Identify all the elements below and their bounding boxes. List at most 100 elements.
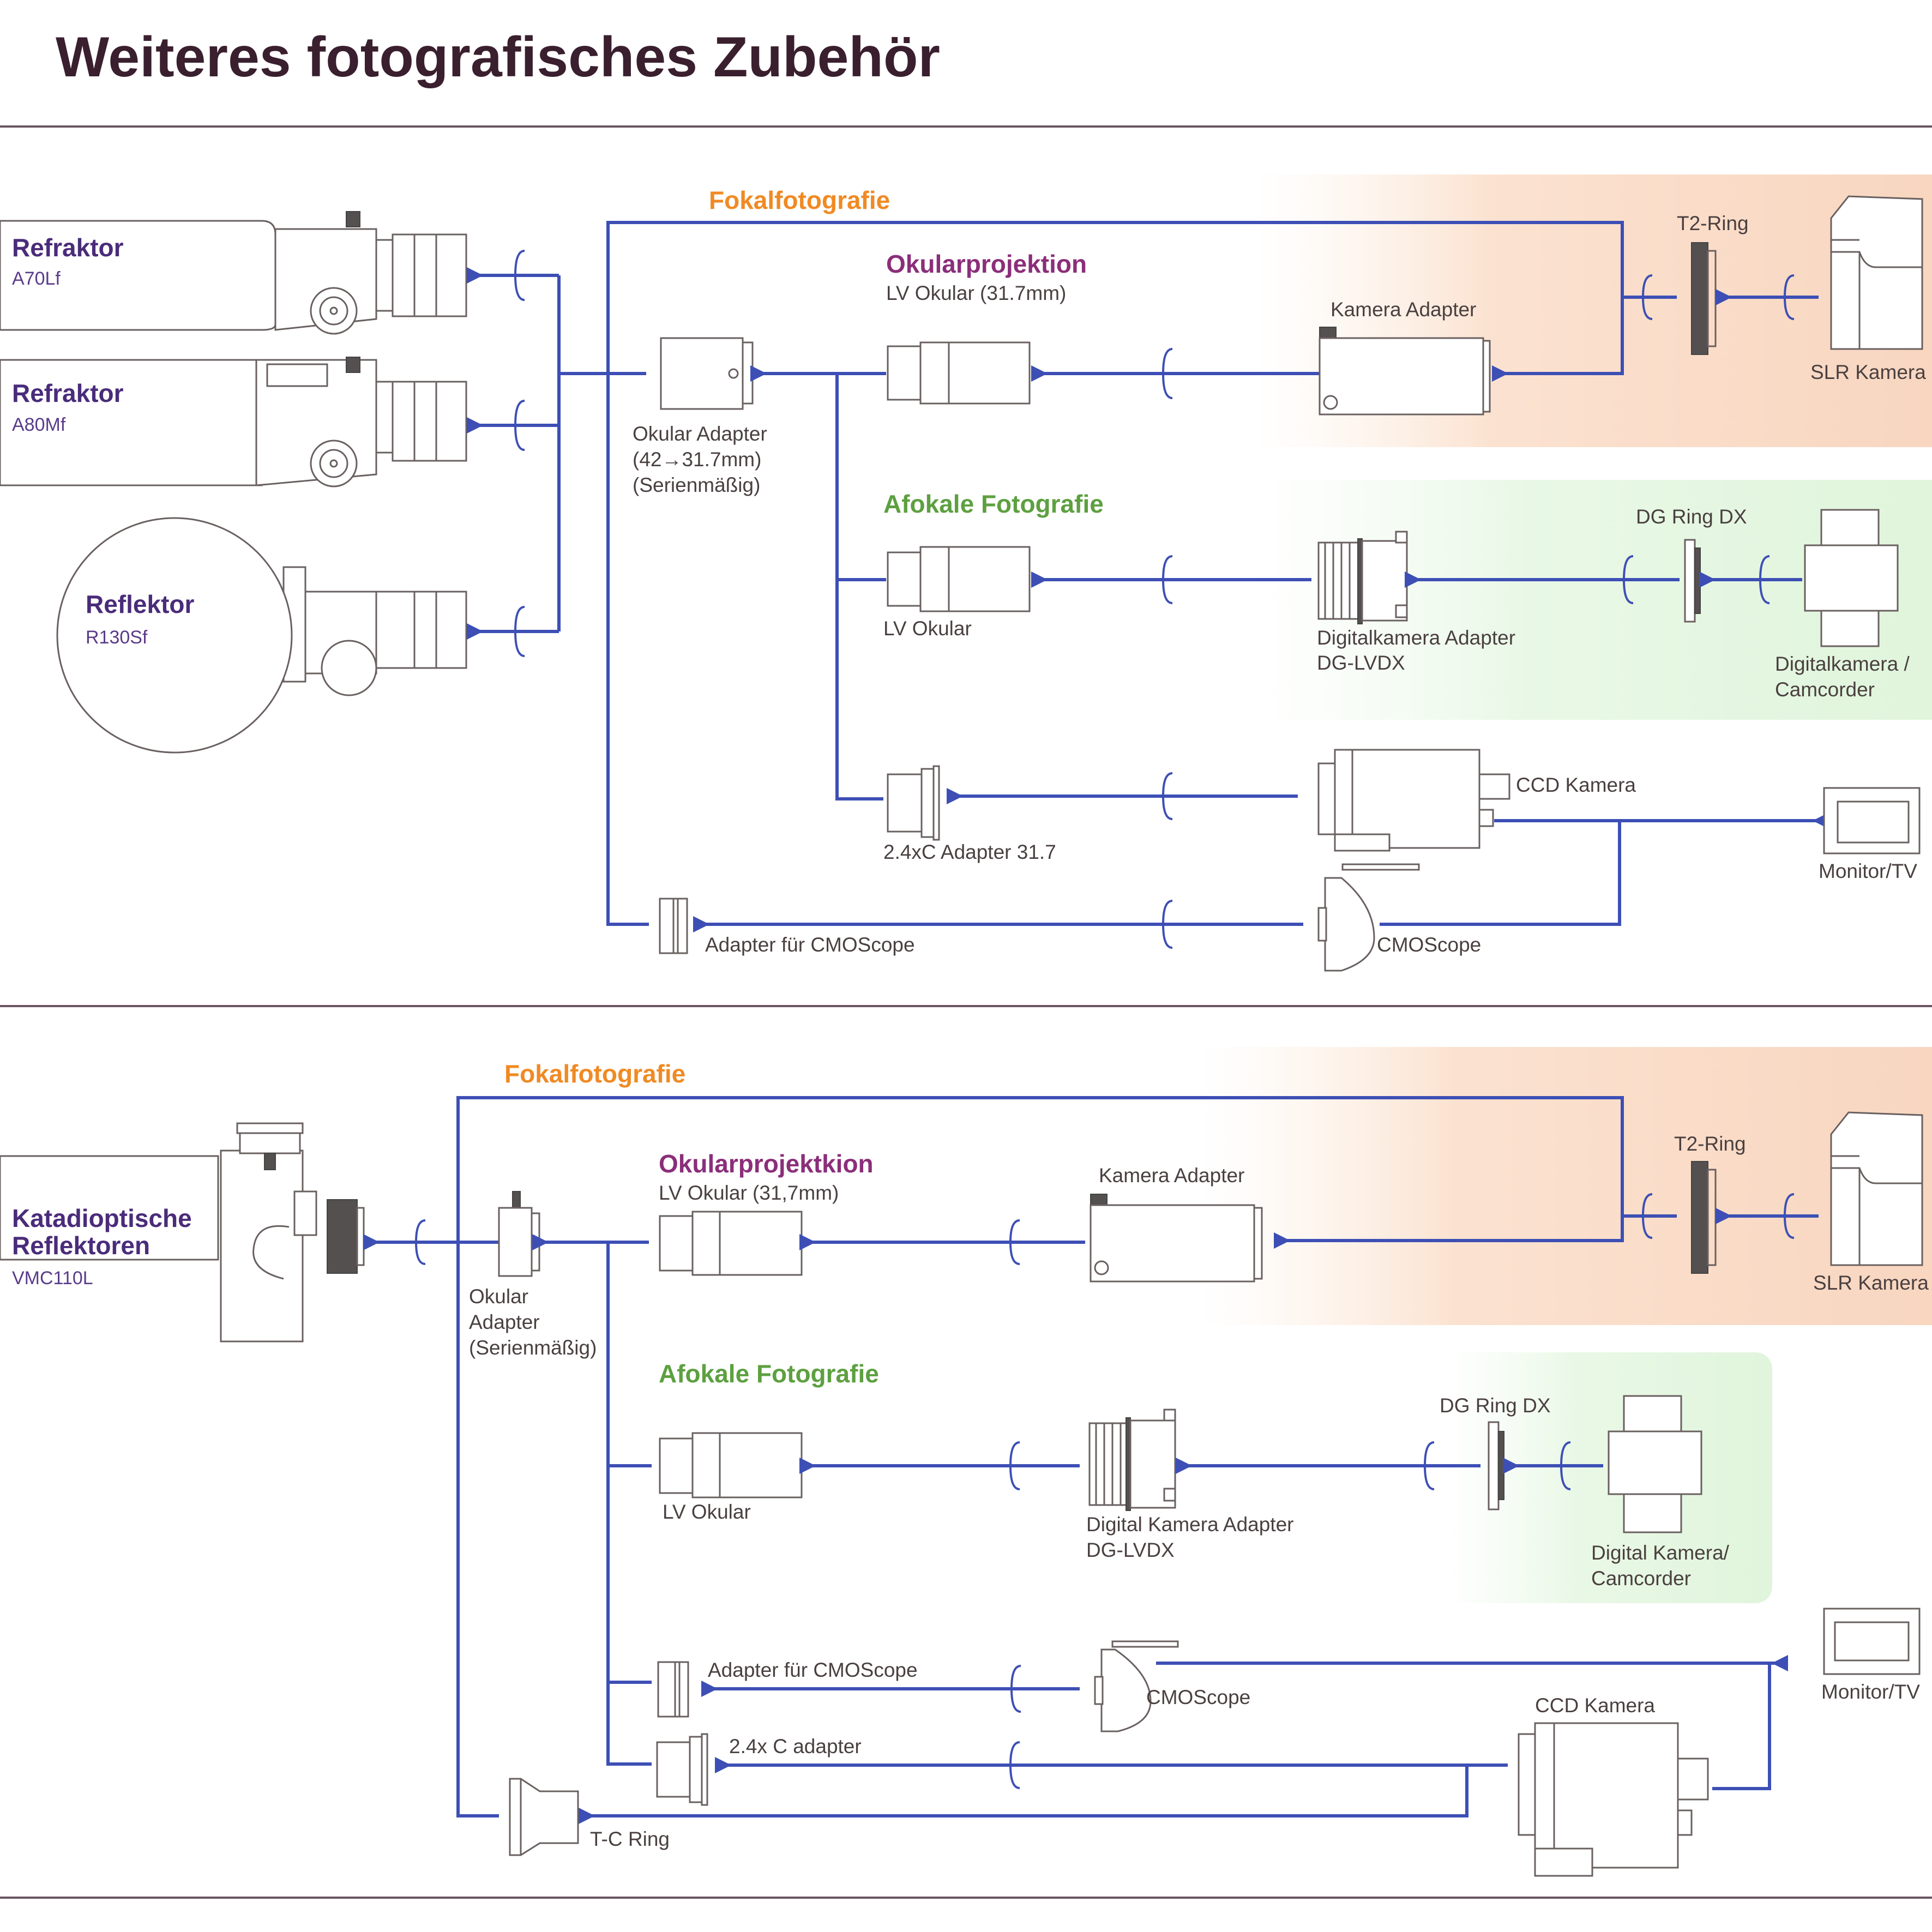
cmoscope-label: CMOScope — [1146, 1686, 1250, 1708]
slr-camera[interactable] — [1830, 195, 1923, 350]
cmoscope[interactable] — [1317, 863, 1420, 972]
ccd-camera[interactable] — [1317, 749, 1510, 852]
slr-camera-label: SLR Kamera — [1813, 1272, 1929, 1294]
cmos-adapter[interactable] — [659, 898, 688, 954]
kamera-adapter[interactable] — [1090, 1194, 1263, 1283]
tc-ring-label: T-C Ring — [590, 1828, 670, 1850]
digital-camera-adapter[interactable] — [1088, 1409, 1176, 1511]
monitor-label: Monitor/TV — [1819, 860, 1917, 882]
monitor-label: Monitor/TV — [1821, 1681, 1920, 1703]
rotate-icon — [514, 400, 525, 451]
focal-bus — [606, 221, 1624, 382]
ccd-camera-label: CCD Kamera — [1516, 774, 1636, 796]
okular-adapter-label: (Serienmäßig) — [633, 474, 760, 496]
top-panel: Refraktor A70Lf Refraktor A80Mf Reflekto… — [0, 174, 1932, 972]
telescope-a70lf[interactable]: Refraktor A70Lf — [0, 211, 467, 335]
c-adapter[interactable] — [887, 765, 940, 841]
okular-adapter[interactable] — [660, 337, 754, 410]
dg-ring-label: DG Ring DX — [1440, 1394, 1551, 1417]
lv-eyepiece[interactable] — [887, 341, 1031, 405]
rotate-icon — [1009, 1219, 1020, 1265]
ccd-camera[interactable] — [1518, 1722, 1709, 1877]
telescope-r130sf[interactable]: Reflektor R130Sf — [56, 517, 467, 754]
t2-ring[interactable] — [1691, 1161, 1717, 1274]
focal-bus — [456, 1096, 1624, 1249]
rotate-icon — [1161, 900, 1173, 949]
monitor-tv[interactable] — [1823, 1608, 1921, 1675]
page-title: Weiteres fotografisches Zubehör — [56, 26, 940, 89]
lv-eyepiece[interactable] — [887, 546, 1031, 612]
lv-eyepiece[interactable] — [659, 1432, 803, 1498]
cmos-bus — [606, 374, 649, 926]
section-focal: Fokalfotografie — [709, 186, 890, 214]
lv-okular-label: LV Okular (31.7mm) — [886, 282, 1066, 304]
cmos-adapter[interactable] — [657, 1661, 689, 1718]
rotate-icon — [1423, 1441, 1435, 1490]
rotate-icon — [514, 250, 525, 301]
rotate-icon — [514, 606, 525, 657]
section-focal: Fokalfotografie — [504, 1060, 685, 1088]
tc-ring[interactable] — [509, 1778, 579, 1856]
t2-ring[interactable] — [1691, 242, 1717, 355]
c-adapter[interactable] — [656, 1733, 708, 1806]
eyepiece-bus — [835, 374, 883, 801]
okular-adapter-label: (Serienmäßig) — [469, 1337, 597, 1359]
okular-adapter-label: Okular — [469, 1285, 528, 1308]
cmoscope[interactable] — [1094, 1640, 1179, 1732]
section-eyepiece-projection: Okularprojektkion — [659, 1149, 874, 1178]
section-afocal: Afokale Fotografie — [659, 1359, 879, 1388]
digital-camcorder[interactable] — [1804, 509, 1899, 647]
rotate-icon — [1010, 1665, 1021, 1713]
rotate-icon — [1783, 1193, 1795, 1239]
rotate-icon — [1161, 348, 1173, 399]
lv-eyepiece[interactable] — [659, 1211, 803, 1276]
telescope-model: A70Lf — [12, 268, 61, 289]
rotate-icon — [1560, 1441, 1571, 1490]
c-adapter-label: 2.4x C adapter — [729, 1735, 862, 1758]
telescope-name: Reflektor — [86, 590, 194, 618]
monitor-tv[interactable] — [1823, 787, 1921, 854]
dg-ring[interactable] — [1684, 539, 1701, 623]
ccd-camera-label: CCD Kamera — [1535, 1694, 1655, 1717]
okular-adapter[interactable] — [498, 1191, 540, 1277]
slr-camera-label: SLR Kamera — [1810, 361, 1926, 383]
telescope-name: Katadioptische — [12, 1204, 192, 1232]
rotate-icon — [1009, 1741, 1020, 1789]
telescope-vmc110l[interactable]: Katadioptische Reflektoren VMC110L — [0, 1122, 365, 1343]
okular-adapter-label: Okular Adapter — [633, 423, 767, 445]
digicam-label: Camcorder — [1775, 678, 1875, 701]
slr-camera[interactable] — [1830, 1111, 1923, 1266]
rotate-icon — [1759, 555, 1770, 604]
digital-camera-adapter-label: Digital Kamera Adapter — [1086, 1513, 1293, 1536]
digital-camera-adapter-label: Digitalkamera Adapter — [1317, 627, 1515, 649]
cmoscope-label: CMOScope — [1377, 934, 1481, 956]
digital-camcorder[interactable] — [1608, 1395, 1702, 1533]
rotate-icon — [1161, 772, 1173, 820]
dg-ring[interactable] — [1488, 1421, 1504, 1510]
telescope-a80mf[interactable]: Refraktor A80Mf — [0, 357, 467, 487]
digicam-label: Digital Kamera/ — [1591, 1542, 1730, 1564]
kamera-adapter[interactable] — [1319, 327, 1491, 416]
digital-camera-adapter[interactable] — [1317, 531, 1408, 624]
section-eyepiece-projection: Okularprojektion — [886, 250, 1087, 278]
tc-bus — [456, 1242, 499, 1817]
digital-camera-adapter-label: DG-LVDX — [1317, 652, 1405, 674]
rotate-icon — [1783, 274, 1795, 320]
lv-okular-label: LV Okular — [663, 1501, 751, 1523]
ccd-video-wire — [1712, 1663, 1771, 1790]
digicam-label: Digitalkamera / — [1775, 653, 1910, 675]
telescope-model: A80Mf — [12, 414, 66, 435]
cmos-adapter-label: Adapter für CMOScope — [705, 934, 915, 956]
telescope-name: Refraktor — [12, 233, 124, 262]
kamera-adapter-label: Kamera Adapter — [1331, 298, 1476, 321]
telescope-model: R130Sf — [86, 627, 148, 648]
rotate-icon — [1622, 555, 1634, 604]
telescope-name: Refraktor — [12, 379, 124, 407]
t2-ring-label: T2-Ring — [1677, 212, 1749, 234]
telescope-model: VMC110L — [12, 1268, 93, 1289]
section-afocal: Afokale Fotografie — [883, 490, 1104, 518]
cmos-adapter-label: Adapter für CMOScope — [708, 1659, 918, 1681]
rotate-icon — [1161, 555, 1173, 604]
okular-adapter-label: Adapter — [469, 1311, 540, 1333]
